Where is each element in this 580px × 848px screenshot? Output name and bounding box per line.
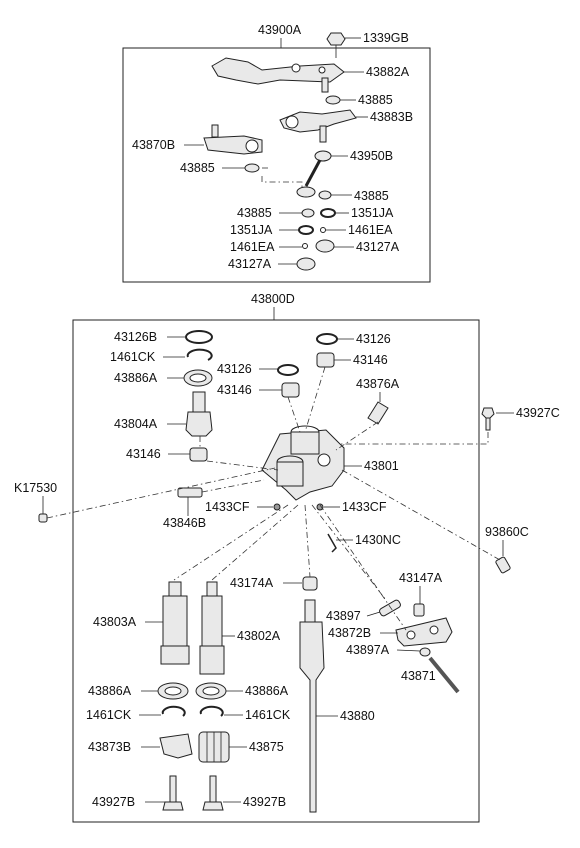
label-43880: 43880 <box>340 709 375 723</box>
label-43897A: 43897A <box>346 643 390 657</box>
label-43927B-a: 43927B <box>92 795 135 809</box>
label-43873B: 43873B <box>88 740 131 754</box>
label-1461EA-b: 1461EA <box>230 240 275 254</box>
label-43127A-a: 43127A <box>356 240 400 254</box>
label-43885-c: 43885 <box>354 189 389 203</box>
label-1430NC: 1430NC <box>355 533 401 547</box>
label-43885-a: 43885 <box>358 93 393 107</box>
label-93860C: 93860C <box>485 525 529 539</box>
main-group-frame <box>72 319 480 823</box>
label-1461CK-a: 1461CK <box>110 350 156 364</box>
label-43147A: 43147A <box>399 571 443 585</box>
top-parts-illustration <box>203 32 357 271</box>
label-43802A: 43802A <box>237 629 281 643</box>
main-assembly-group: 43800D <box>14 292 560 823</box>
label-43883B: 43883B <box>370 110 413 124</box>
label-43872B: 43872B <box>328 626 371 640</box>
label-43886A-c: 43886A <box>245 684 289 698</box>
label-43885-d: 43885 <box>237 206 272 220</box>
label-43127A-b: 43127A <box>228 257 272 271</box>
label-43146-c: 43146 <box>353 353 388 367</box>
label-43882A: 43882A <box>366 65 410 79</box>
label-43885-b: 43885 <box>180 161 215 175</box>
label-1351JA-b: 1351JA <box>230 223 273 237</box>
label-43927C: 43927C <box>516 406 560 420</box>
main-group-title: 43800D <box>251 292 295 306</box>
label-1351JA-a: 1351JA <box>351 206 394 220</box>
label-1461EA-a: 1461EA <box>348 223 393 237</box>
label-43126B: 43126B <box>114 330 157 344</box>
label-43804A: 43804A <box>114 417 158 431</box>
label-43126-a: 43126 <box>217 362 252 376</box>
label-43876A: 43876A <box>356 377 400 391</box>
label-1461CK-c: 1461CK <box>245 708 291 722</box>
label-43927B-b: 43927B <box>243 795 286 809</box>
label-43870B: 43870B <box>132 138 175 152</box>
top-assembly-group: 43900A <box>122 23 431 283</box>
label-K17530: K17530 <box>14 481 57 495</box>
label-43875: 43875 <box>249 740 284 754</box>
label-43897: 43897 <box>326 609 361 623</box>
label-1433CF-a: 1433CF <box>205 500 250 514</box>
label-1339GB: 1339GB <box>363 31 409 45</box>
label-43871: 43871 <box>401 669 436 683</box>
label-43886A-a: 43886A <box>114 371 158 385</box>
label-43146-a: 43146 <box>126 447 161 461</box>
main-parts-illustration <box>38 330 511 813</box>
top-group-title: 43900A <box>258 23 302 37</box>
label-43801: 43801 <box>364 459 399 473</box>
label-43174A: 43174A <box>230 576 274 590</box>
label-1461CK-b: 1461CK <box>86 708 132 722</box>
label-43146-b: 43146 <box>217 383 252 397</box>
label-43886A-b: 43886A <box>88 684 132 698</box>
label-1433CF-b: 1433CF <box>342 500 387 514</box>
label-43950B: 43950B <box>350 149 393 163</box>
top-group-frame <box>122 47 431 283</box>
label-43846B: 43846B <box>163 516 206 530</box>
label-43803A: 43803A <box>93 615 137 629</box>
label-43126-b: 43126 <box>356 332 391 346</box>
